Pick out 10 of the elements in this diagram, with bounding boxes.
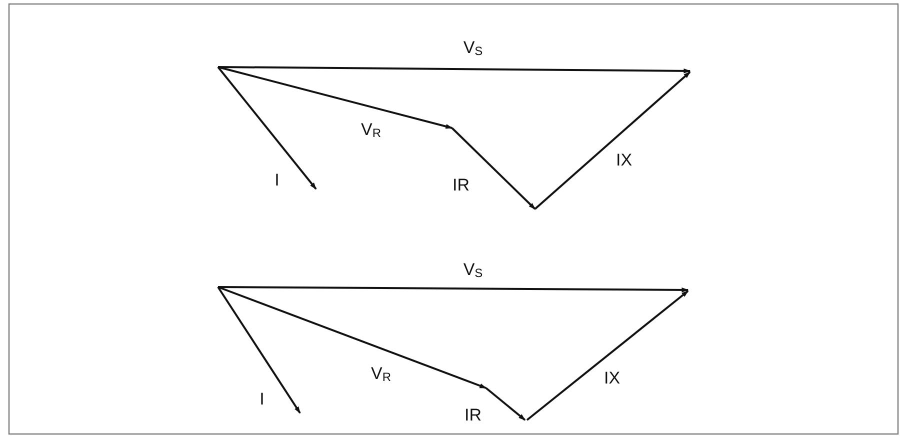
phasor-label: V$_{S}$ xyxy=(463,39,483,57)
phasor-label: V$_{R}$ xyxy=(371,365,391,383)
phasor-label: I xyxy=(274,172,280,188)
phasor-label: I xyxy=(260,390,264,408)
phasor-label: V$_{R}$ xyxy=(361,121,381,139)
phasor-label: IR xyxy=(464,406,482,424)
phasor-label: IX xyxy=(604,370,620,386)
phasor-label: IR xyxy=(452,176,470,194)
phasor-label: IX xyxy=(616,152,632,168)
phasor-label: V$_{S}$ xyxy=(463,261,483,279)
